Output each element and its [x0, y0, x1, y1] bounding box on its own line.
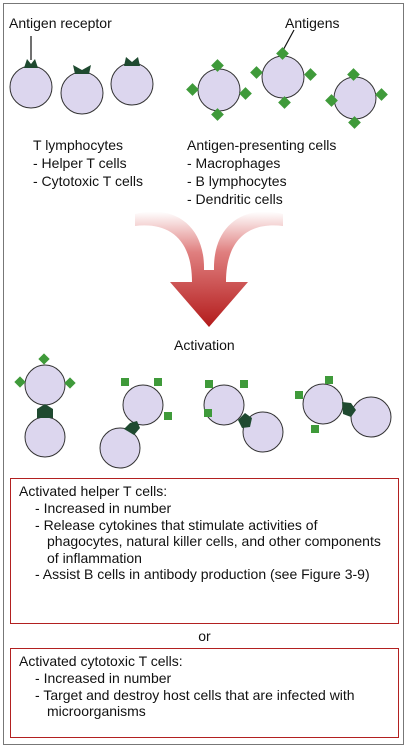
activated-pair-3	[203, 380, 284, 453]
antigen-receptor-label: Antigen receptor	[9, 15, 112, 31]
t-cell	[242, 411, 284, 453]
apc-cell	[197, 68, 241, 112]
antigens-label: Antigens	[285, 15, 340, 31]
apc-text: Antigen-presenting cells - Macrophages -…	[187, 136, 336, 208]
antigen	[276, 47, 289, 60]
antigen-receptor	[73, 65, 91, 74]
t-lymphocytes-item: - Cytotoxic T cells	[33, 173, 143, 189]
bound-receptor	[37, 404, 53, 418]
activated-pair-2	[99, 378, 172, 469]
apc-cell	[261, 55, 305, 99]
t-cell	[24, 416, 66, 458]
t-cell	[60, 71, 104, 115]
antigen	[205, 380, 213, 388]
apc-cell	[302, 383, 344, 425]
activation-label: Activation	[174, 337, 235, 353]
apc-item: - Macrophages	[187, 155, 281, 171]
antigen	[250, 66, 263, 79]
cytotoxic-t-cells-box: Activated cytotoxic T cells: Increased i…	[10, 648, 399, 738]
helper-box-title: Activated helper T cells:	[19, 483, 168, 499]
antigen	[204, 409, 212, 417]
activated-pair-1	[14, 353, 76, 458]
helper-box-item: Increased in number	[35, 500, 390, 517]
antigen	[121, 378, 129, 386]
antigen-presenting-cells-group	[186, 47, 388, 129]
apc-item: - B lymphocytes	[187, 173, 287, 189]
t-cell	[350, 396, 392, 438]
antigen	[375, 88, 388, 101]
apc-cell	[24, 364, 66, 406]
apc-item: - Dendritic cells	[187, 191, 283, 207]
t-lymphocytes-title: T lymphocytes	[33, 137, 123, 153]
helper-box-list: Increased in number Release cytokines th…	[19, 500, 390, 583]
apc-cell	[333, 76, 377, 120]
antigen	[240, 380, 248, 388]
bound-receptor	[124, 421, 140, 435]
helper-box-item: Assist B cells in antibody production (s…	[35, 566, 390, 583]
bound-receptor	[238, 413, 252, 428]
antigen	[211, 108, 224, 121]
antigen	[154, 378, 162, 386]
t-lymphocytes-group	[9, 57, 154, 115]
antigen	[325, 94, 338, 107]
antigen	[295, 391, 303, 399]
apc-cell	[122, 384, 164, 426]
antigen-receptor	[124, 57, 140, 66]
antigen	[164, 412, 172, 420]
t-lymphocytes-item: - Helper T cells	[33, 155, 127, 171]
antigen	[186, 83, 199, 96]
cytotoxic-box-list: Increased in number Target and destroy h…	[19, 670, 390, 720]
antigen	[211, 59, 224, 72]
antigen	[278, 96, 291, 109]
cytotoxic-box-item: Target and destroy host cells that are i…	[35, 687, 390, 720]
helper-box-item: Release cytokines that stimulate activit…	[35, 517, 390, 567]
helper-t-cells-box: Activated helper T cells: Increased in n…	[10, 478, 399, 624]
antigen	[311, 425, 319, 433]
antigen	[304, 68, 317, 81]
antigen-receptor	[24, 59, 38, 68]
activation-arrow	[135, 211, 283, 327]
antigen	[64, 377, 76, 389]
or-label: or	[198, 628, 211, 644]
activated-pair-4	[295, 376, 392, 438]
antigen	[325, 376, 333, 384]
antigen	[347, 68, 360, 81]
t-cell	[110, 62, 154, 106]
apc-title: Antigen-presenting cells	[187, 137, 337, 153]
cytotoxic-box-title: Activated cytotoxic T cells:	[19, 653, 183, 669]
antigen	[239, 87, 252, 100]
antigen	[348, 116, 361, 129]
apc-cell	[203, 384, 245, 426]
cytotoxic-box-item: Increased in number	[35, 670, 390, 687]
antigen	[14, 376, 26, 388]
t-cell	[9, 65, 53, 109]
bound-receptor	[342, 402, 356, 417]
antigen	[38, 353, 50, 365]
t-lymphocytes-text: T lymphocytes - Helper T cells - Cytotox…	[33, 136, 143, 190]
t-cell	[99, 427, 141, 469]
